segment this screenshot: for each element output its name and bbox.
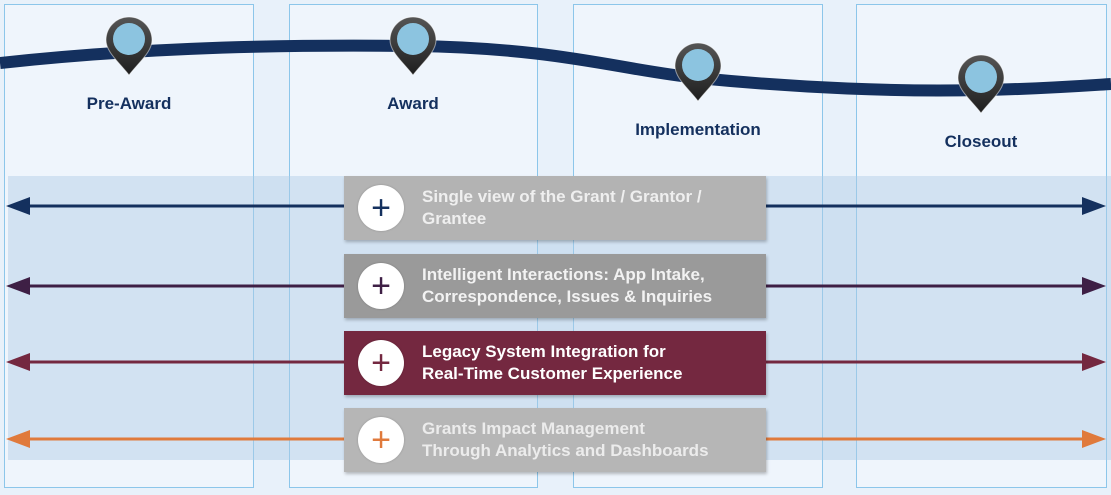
- capability-line-2: Grantee: [422, 209, 487, 228]
- capability-line-1: Legacy System Integration for: [422, 342, 666, 361]
- stage-label-implementation: Implementation: [635, 120, 761, 139]
- capability-card-intelligent-interactions[interactable]: + Intelligent Interactions: App Intake, …: [344, 254, 766, 318]
- plus-icon[interactable]: +: [358, 263, 404, 309]
- capability-line-2: Real-Time Customer Experience: [422, 364, 683, 383]
- stage-column-award: [289, 4, 538, 488]
- stage-label-closeout: Closeout: [944, 132, 1018, 151]
- capability-line-2: Correspondence, Issues & Inquiries: [422, 287, 713, 306]
- timeline-curve: [0, 39, 1111, 97]
- capability-card-grants-impact[interactable]: + Grants Impact Management Through Analy…: [344, 408, 766, 472]
- stage-label-pre-award: Pre-Award: [86, 94, 172, 113]
- plus-icon[interactable]: +: [358, 417, 404, 463]
- map-pin-icon: [674, 42, 722, 102]
- capability-line-1: Single view of the Grant / Grantor /: [422, 187, 702, 206]
- capability-line-1: Grants Impact Management: [422, 419, 645, 438]
- map-pin-icon: [105, 16, 153, 76]
- capability-line-1: Intelligent Interactions: App Intake,: [422, 265, 705, 284]
- capability-line-2: Through Analytics and Dashboards: [422, 441, 709, 460]
- stage-column-pre-award: [4, 4, 254, 488]
- stage-label-award: Award: [387, 94, 439, 113]
- capability-card-legacy-integration[interactable]: + Legacy System Integration for Real-Tim…: [344, 331, 766, 395]
- plus-icon[interactable]: +: [358, 340, 404, 386]
- map-pin-icon: [957, 54, 1005, 114]
- capability-card-single-view[interactable]: + Single view of the Grant / Grantor / G…: [344, 176, 766, 240]
- map-pin-icon: [389, 16, 437, 76]
- plus-icon[interactable]: +: [358, 185, 404, 231]
